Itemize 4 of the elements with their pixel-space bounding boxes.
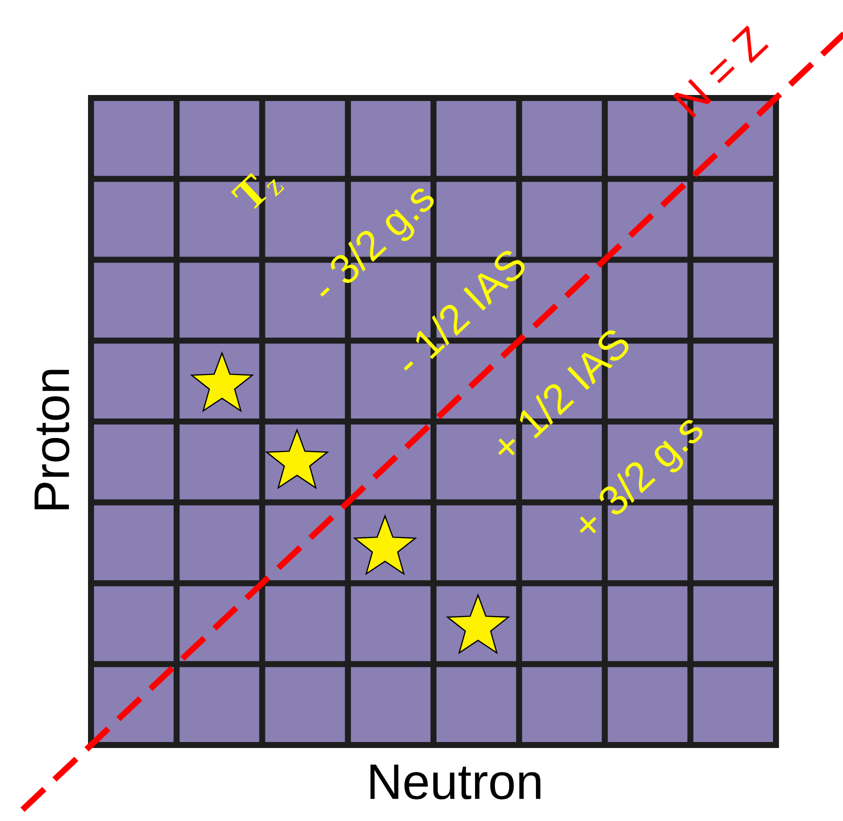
axis-label: Proton bbox=[34, 370, 70, 510]
axis-label: Neutron bbox=[370, 764, 540, 800]
diagonal-label: N = Z bbox=[672, 25, 769, 118]
diagonal-label: T$_{z}$ bbox=[231, 172, 284, 209]
